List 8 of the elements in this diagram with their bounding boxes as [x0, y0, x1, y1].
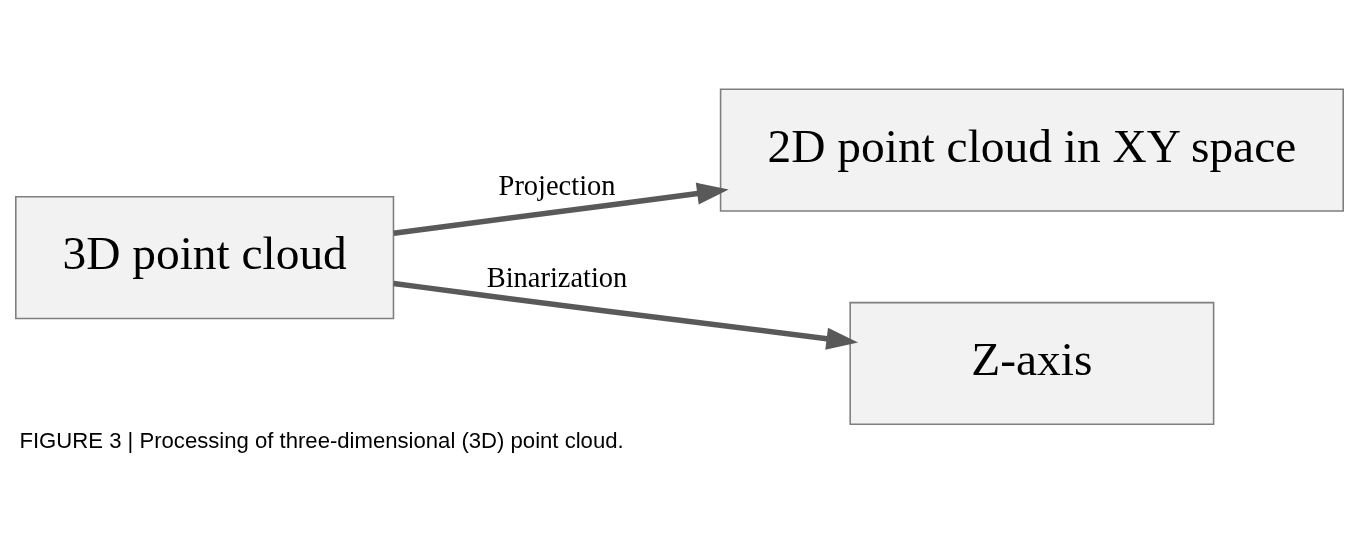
edge-label: Binarization [486, 261, 628, 293]
caption: FIGURE 3 | Processing of three-dimensional (3D) point cloud. [19, 428, 624, 454]
arrow [393, 182, 729, 236]
node-box: 2D point cloud in XY space [719, 88, 1344, 212]
arrow [393, 280, 859, 350]
node-box: 3D point cloud [15, 196, 395, 320]
node-box: Z-axis [849, 301, 1215, 426]
edge-label: Projection [498, 170, 616, 202]
